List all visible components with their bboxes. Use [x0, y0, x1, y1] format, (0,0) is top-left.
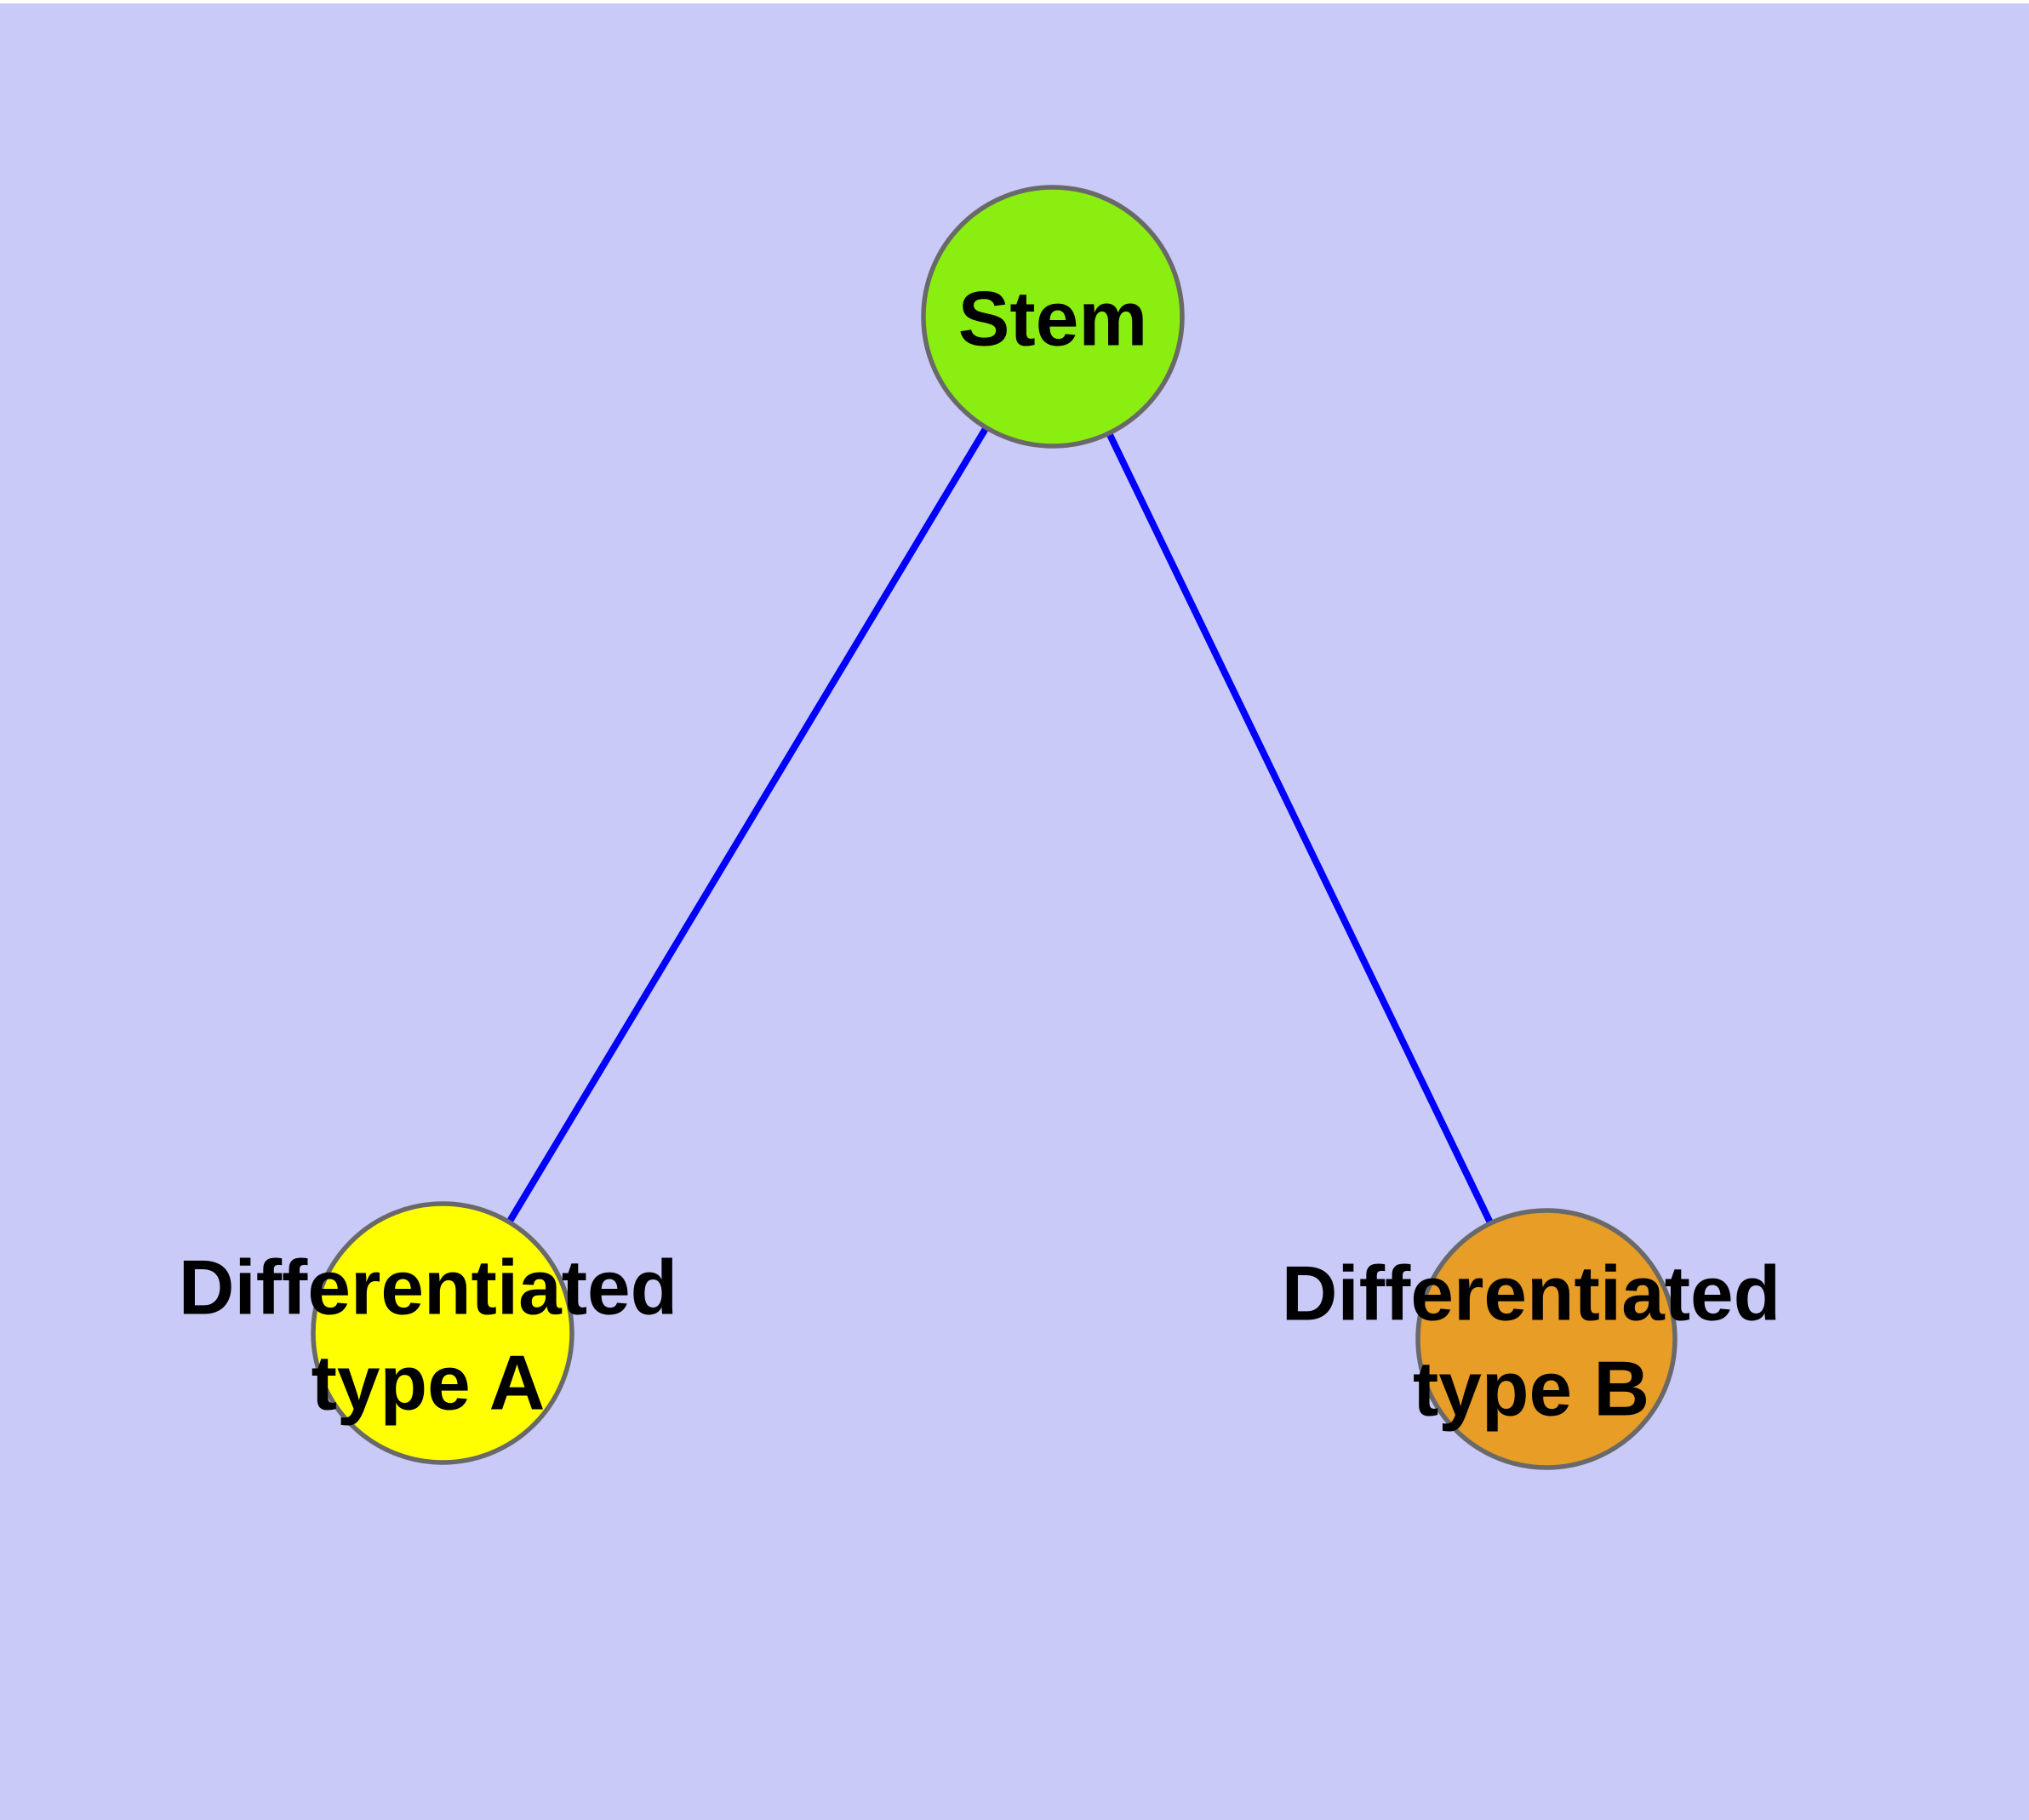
- node-differentiated-type-a: [311, 1201, 574, 1465]
- label-differentiated-type-b: Differentiated type B: [1282, 1251, 1781, 1433]
- edge-stem-to-differentiated-type-a: [439, 314, 1056, 1336]
- node-differentiated-type-b: [1415, 1208, 1677, 1470]
- label-line: Differentiated: [1282, 1251, 1781, 1337]
- label-line: Stem: [958, 277, 1148, 363]
- label-line: Differentiated: [179, 1245, 678, 1331]
- edge-stem-to-differentiated-type-b: [1049, 315, 1550, 1341]
- node-stem: [921, 185, 1185, 449]
- label-differentiated-type-a: Differentiated type A: [179, 1245, 678, 1427]
- label-line: type B: [1413, 1347, 1649, 1433]
- label-line: type A: [311, 1341, 546, 1427]
- label-stem: Stem: [958, 277, 1148, 363]
